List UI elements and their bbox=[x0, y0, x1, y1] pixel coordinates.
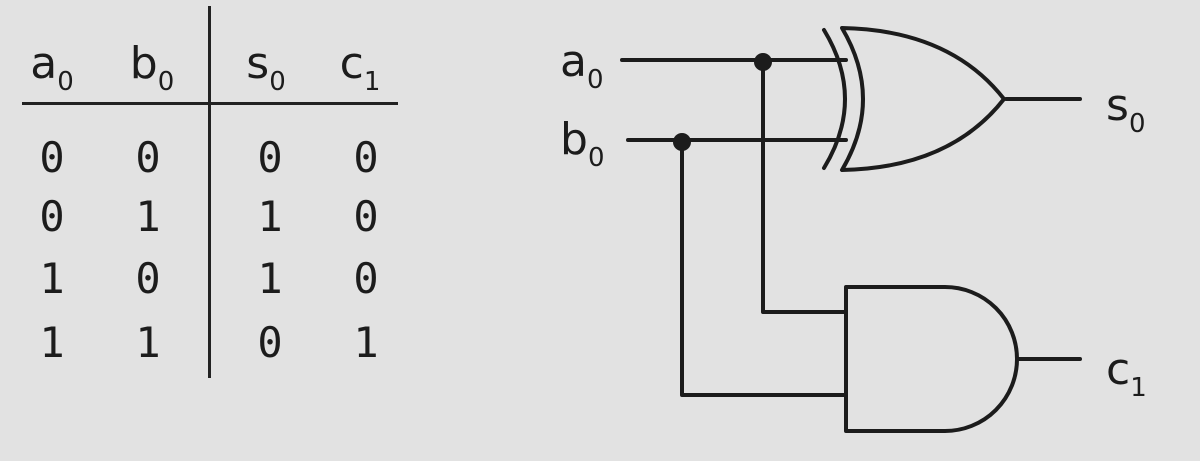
cell-r0-b0: 0 bbox=[135, 133, 161, 182]
cell-r3-c1: 1 bbox=[353, 318, 379, 367]
xor-gate-back-curve bbox=[822, 28, 847, 170]
cell-r3-b0: 1 bbox=[135, 318, 161, 367]
cell-r2-a0: 1 bbox=[39, 254, 65, 303]
cell-r1-b0: 1 bbox=[135, 192, 161, 241]
input-label-b0: b0 bbox=[560, 114, 605, 173]
cell-r2-s0: 1 bbox=[257, 254, 283, 303]
wire-b0-branch bbox=[680, 140, 848, 397]
xor-gate-body bbox=[840, 26, 1006, 172]
header-c1: c1 bbox=[339, 38, 381, 97]
junction-b0 bbox=[673, 133, 691, 151]
input-label-a0: a0 bbox=[560, 36, 604, 95]
cell-r3-s0: 0 bbox=[257, 318, 283, 367]
cell-r0-a0: 0 bbox=[39, 133, 65, 182]
junction-a0 bbox=[754, 53, 772, 71]
cell-r0-s0: 0 bbox=[257, 133, 283, 182]
xor-gate bbox=[822, 26, 1006, 172]
header-s0: s0 bbox=[246, 38, 286, 97]
cell-r1-s0: 1 bbox=[257, 192, 283, 241]
cell-r1-c1: 0 bbox=[353, 192, 379, 241]
header-b0: b0 bbox=[129, 38, 175, 97]
cell-r1-a0: 0 bbox=[39, 192, 65, 241]
header-a0: a0 bbox=[30, 38, 74, 97]
cell-r3-a0: 1 bbox=[39, 318, 65, 367]
output-label-s0: s0 bbox=[1106, 80, 1146, 139]
cell-r2-c1: 0 bbox=[353, 254, 379, 303]
table-column-divider bbox=[208, 6, 211, 378]
cell-r2-b0: 0 bbox=[135, 254, 161, 303]
wire-a0-branch bbox=[761, 60, 848, 314]
output-label-c1: c1 bbox=[1106, 344, 1147, 403]
and-gate bbox=[844, 285, 1019, 433]
cell-r0-c1: 0 bbox=[353, 133, 379, 182]
